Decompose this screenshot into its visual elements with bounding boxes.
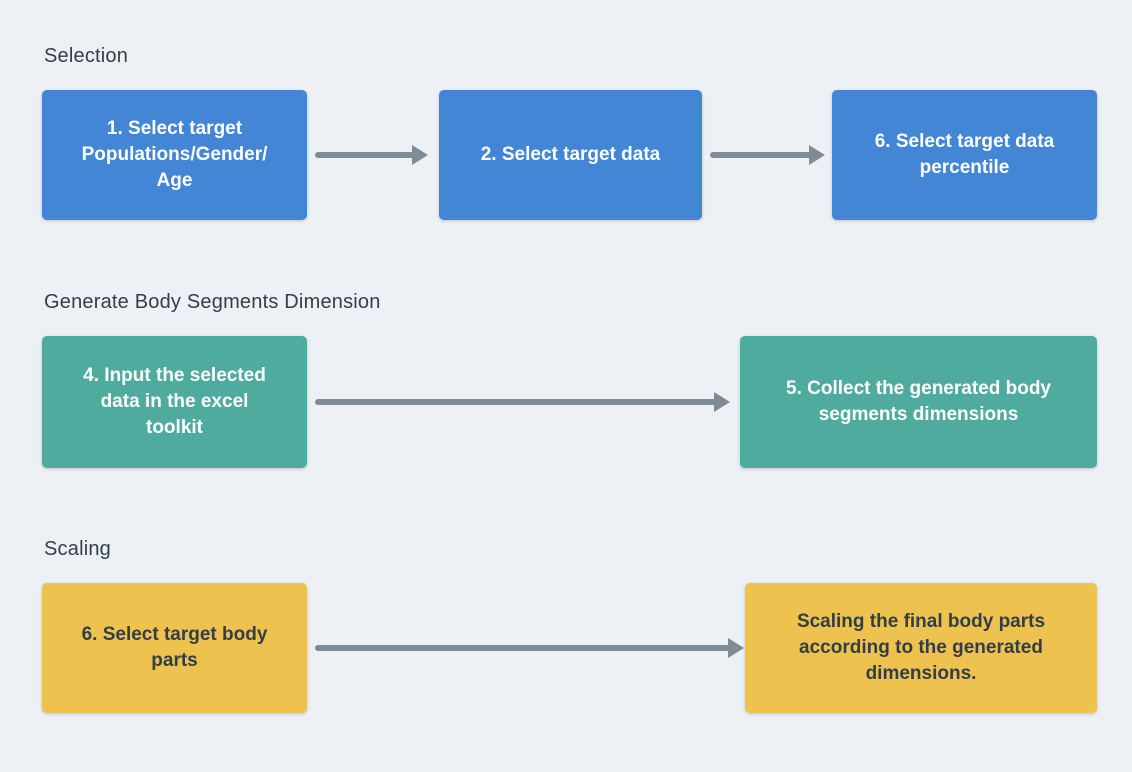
flow-arrow-2: [710, 145, 825, 165]
arrow-shaft: [315, 399, 717, 405]
section-title-scaling: Scaling: [44, 538, 111, 560]
flow-node-select-data: 2. Select target data: [439, 90, 702, 220]
arrow-head-icon: [728, 638, 744, 658]
flow-node-select-percentile: 6. Select target data percentile: [832, 90, 1097, 220]
arrow-shaft: [710, 152, 812, 158]
section-title-selection: Selection: [44, 45, 129, 67]
arrow-shaft: [315, 645, 731, 651]
arrow-head-icon: [412, 145, 428, 165]
flow-node-collect-dimensions: 5. Collect the generated body segments d…: [740, 336, 1097, 468]
flow-node-select-body-parts: 6. Select target body parts: [42, 583, 307, 713]
flow-arrow-3: [315, 392, 730, 412]
flow-arrow-1: [315, 145, 428, 165]
flow-node-select-population: 1. Select target Populations/Gender/ Age: [42, 90, 307, 220]
arrow-head-icon: [809, 145, 825, 165]
section-title-generate-dimension: Generate Body Segments Dimension: [44, 291, 381, 313]
arrow-shaft: [315, 152, 415, 158]
arrow-head-icon: [714, 392, 730, 412]
flow-node-scale-body-parts: Scaling the final body parts according t…: [745, 583, 1097, 713]
flow-node-input-excel-toolkit: 4. Input the selected data in the excel …: [42, 336, 307, 468]
flow-arrow-4: [315, 638, 744, 658]
